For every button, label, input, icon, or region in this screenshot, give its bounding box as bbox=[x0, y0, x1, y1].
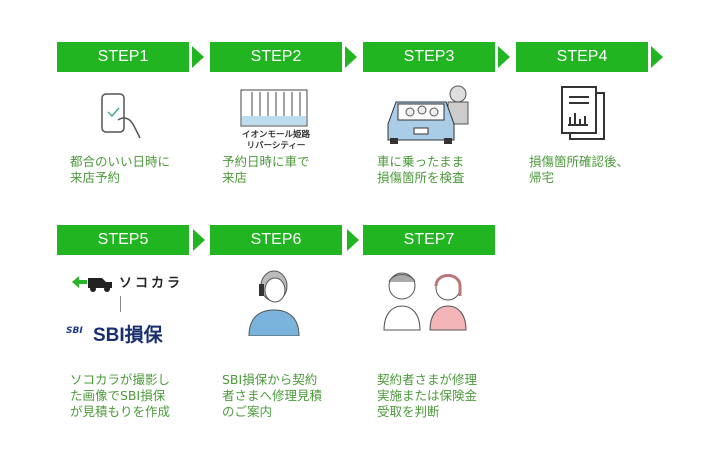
couple-thinking-icon bbox=[383, 272, 467, 331]
step3-description: 車に乗ったまま 損傷箇所を検査 bbox=[377, 154, 465, 185]
step1-description: 都合のいい日時に 来店予約 bbox=[70, 154, 171, 185]
step3-header: STEP3 bbox=[363, 42, 495, 72]
car-inspection-icon bbox=[387, 85, 469, 144]
mall-building-icon bbox=[240, 89, 308, 127]
sokokara-logo: ソコカラ bbox=[119, 276, 184, 291]
arrow-icon bbox=[498, 46, 510, 68]
arrow-icon bbox=[193, 229, 205, 251]
arrow-icon bbox=[347, 229, 359, 251]
sokokara-car-logo-icon bbox=[72, 276, 112, 292]
sbi-sonpo-logo: SBI損保 bbox=[93, 325, 163, 346]
arrow-icon bbox=[651, 46, 663, 68]
step7-description: 契約者さまが修理 実施または保険金 受取を判断 bbox=[377, 372, 478, 419]
arrow-icon bbox=[345, 46, 357, 68]
arrow-icon bbox=[192, 46, 204, 68]
step4-header: STEP4 bbox=[516, 42, 648, 72]
smartphone-check-icon bbox=[101, 93, 141, 139]
step6-description: SBI損保から契約 者さまへ修理見積 のご案内 bbox=[222, 372, 323, 419]
down-arrow-icon bbox=[120, 296, 121, 312]
step5-description: ソコカラが撮影し た画像でSBI損保 が見積もりを作成 bbox=[70, 372, 171, 419]
step1-header: STEP1 bbox=[57, 42, 189, 72]
step2-description: 予約日時に車で 来店 bbox=[222, 154, 310, 185]
mall-caption: イオンモール姫路 リバーシティー bbox=[241, 130, 310, 151]
step2-header: STEP2 bbox=[210, 42, 342, 72]
step6-header: STEP6 bbox=[210, 225, 342, 255]
step5-header: STEP5 bbox=[57, 225, 189, 255]
step4-description: 損傷箇所確認後、 帰宅 bbox=[529, 154, 630, 185]
step7-header: STEP7 bbox=[363, 225, 495, 255]
sbi-group-mark-icon: SBI bbox=[66, 326, 83, 336]
document-chart-icon bbox=[561, 86, 605, 140]
person-phone-icon bbox=[248, 270, 300, 336]
